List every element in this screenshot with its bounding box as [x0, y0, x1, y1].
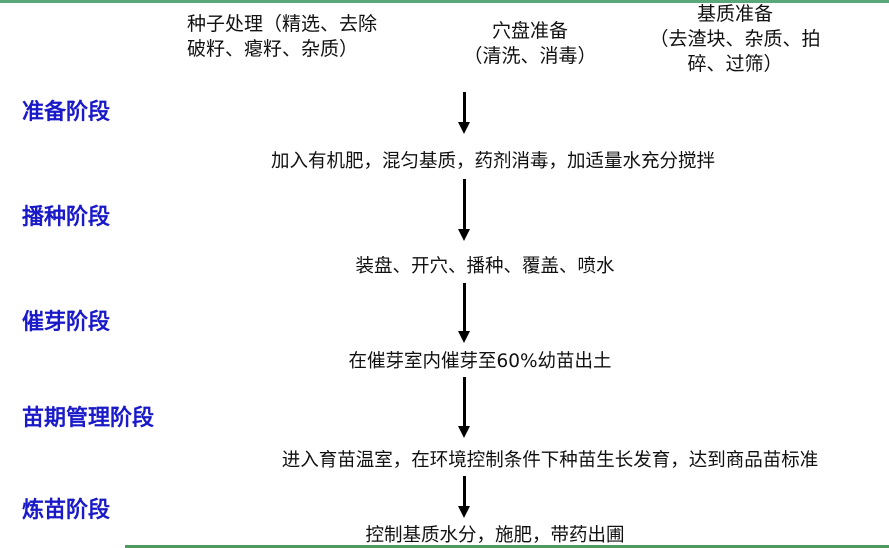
seed-treatment-line-2: 破籽、瘪籽、杂质）	[187, 38, 359, 60]
step-seedling-management: 进入育苗温室，在环境控制条件下种苗生长发育，达到商品苗标准	[281, 450, 819, 471]
stage-label-seedling-management: 苗期管理阶段	[22, 406, 155, 431]
stage-label-germination: 催芽阶段	[22, 310, 111, 335]
substrate-preparation-line-1: 基质准备	[696, 3, 773, 25]
stage-label-preparation: 准备阶段	[22, 100, 111, 125]
flow-arrow-down-icon	[458, 476, 470, 519]
tray-preparation-box: 穴盘准备 （清洗、消毒）	[445, 19, 615, 69]
seed-treatment-box: 种子处理（精选、去除 破籽、瘪籽、杂质）	[187, 12, 377, 62]
flow-arrow-down-icon	[458, 179, 470, 242]
flow-arrow-down-icon	[458, 283, 470, 344]
seed-treatment-line-1: 种子处理（精选、去除	[187, 13, 378, 35]
tray-preparation-line-1: 穴盘准备	[491, 20, 568, 42]
flow-arrow-down-icon	[458, 92, 470, 134]
step-preparation: 加入有机肥，混匀基质，药剂消毒，加适量水充分搅拌	[270, 151, 715, 172]
top-divider	[0, 0, 889, 3]
flow-arrow-down-icon	[458, 377, 470, 439]
substrate-preparation-line-3: 碎、过筛）	[687, 53, 783, 75]
bottom-divider	[125, 545, 889, 548]
stage-label-sowing: 播种阶段	[22, 205, 111, 230]
substrate-preparation-line-2: （去渣块、杂质、拍	[649, 28, 821, 50]
tray-preparation-line-2: （清洗、消毒）	[463, 45, 597, 67]
step-germination: 在催芽室内催芽至60%幼苗出土	[348, 351, 612, 372]
stage-label-hardening: 炼苗阶段	[22, 498, 111, 523]
substrate-preparation-box: 基质准备 （去渣块、杂质、拍 碎、过筛）	[630, 2, 840, 77]
step-hardening: 控制基质水分，施肥，带药出圃	[365, 525, 625, 546]
step-sowing: 装盘、开穴、播种、覆盖、喷水	[355, 256, 615, 277]
